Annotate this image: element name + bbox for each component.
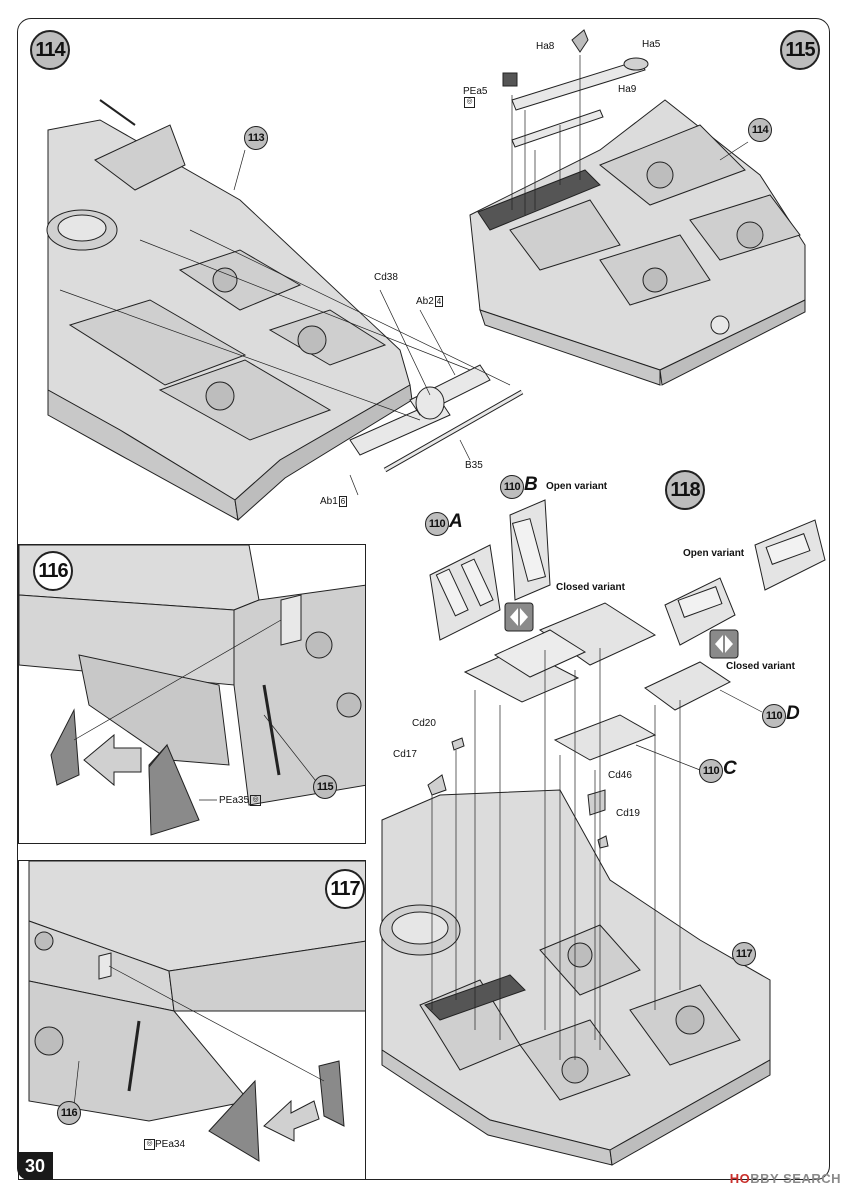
step117-illustration <box>28 861 365 1162</box>
etch-icon: ◎ <box>144 1139 155 1150</box>
variant-ref-a: 110 <box>425 512 449 536</box>
part-label-pea34: ◎PEa34 <box>143 1139 185 1150</box>
closed-variant-label-b: Closed variant <box>556 582 625 593</box>
open-variant-label-b: Open variant <box>546 481 608 492</box>
callout-step-117: 117 <box>732 942 756 966</box>
open-variant-label-d: Open variant <box>683 548 745 559</box>
etch-icon: ◎ <box>464 97 475 108</box>
variant-letter-a: A <box>449 511 463 532</box>
variant-ref-d: 110 <box>762 704 786 728</box>
step-number-117: 117 <box>325 869 365 909</box>
callout-step-113: 113 <box>244 126 268 150</box>
part-count-ab2: 4 <box>434 296 444 307</box>
part-label-b35: B35 <box>465 460 483 471</box>
variant-ref-b: 110 <box>500 475 524 499</box>
callout-step-114: 114 <box>748 118 772 142</box>
watermark: HOBBY SEARCH <box>729 1171 841 1186</box>
part-label-cd20: Cd20 <box>412 718 436 729</box>
step116-panel: 116 115 PEa35◎ <box>18 544 366 844</box>
part-label-ha8: Ha8 <box>536 41 555 52</box>
part-label-ha9: Ha9 <box>618 84 637 95</box>
page-number: 30 <box>17 1152 53 1180</box>
step116-illustration <box>19 545 365 836</box>
step-number-114: 114 <box>30 30 70 70</box>
variant-letter-c: C <box>723 758 737 779</box>
step117-panel: 117 116 ◎PEa34 <box>18 860 366 1180</box>
part-label-cd17: Cd17 <box>393 749 417 760</box>
step-number-116: 116 <box>33 551 73 591</box>
part-label-ha5: Ha5 <box>642 39 661 50</box>
step-number-115: 115 <box>780 30 820 70</box>
variant-letter-b: B <box>524 474 538 495</box>
part-label-pea35: PEa35◎ <box>219 795 262 806</box>
variant-letter-d: D <box>786 703 800 724</box>
part-label-cd46: Cd46 <box>608 770 632 781</box>
variant-ref-c: 110 <box>699 759 723 783</box>
part-count-ab1: 6 <box>338 496 348 507</box>
part-label-pea5: PEa5◎ <box>463 86 487 108</box>
step-number-118: 118 <box>665 470 705 510</box>
callout-step-116: 116 <box>57 1101 81 1125</box>
part-label-cd19: Cd19 <box>616 808 640 819</box>
page-frame <box>17 18 830 1180</box>
callout-step-115: 115 <box>313 775 337 799</box>
closed-variant-label-d: Closed variant <box>726 661 795 672</box>
etch-icon: ◎ <box>250 795 262 806</box>
part-label-cd38: Cd38 <box>374 272 398 283</box>
